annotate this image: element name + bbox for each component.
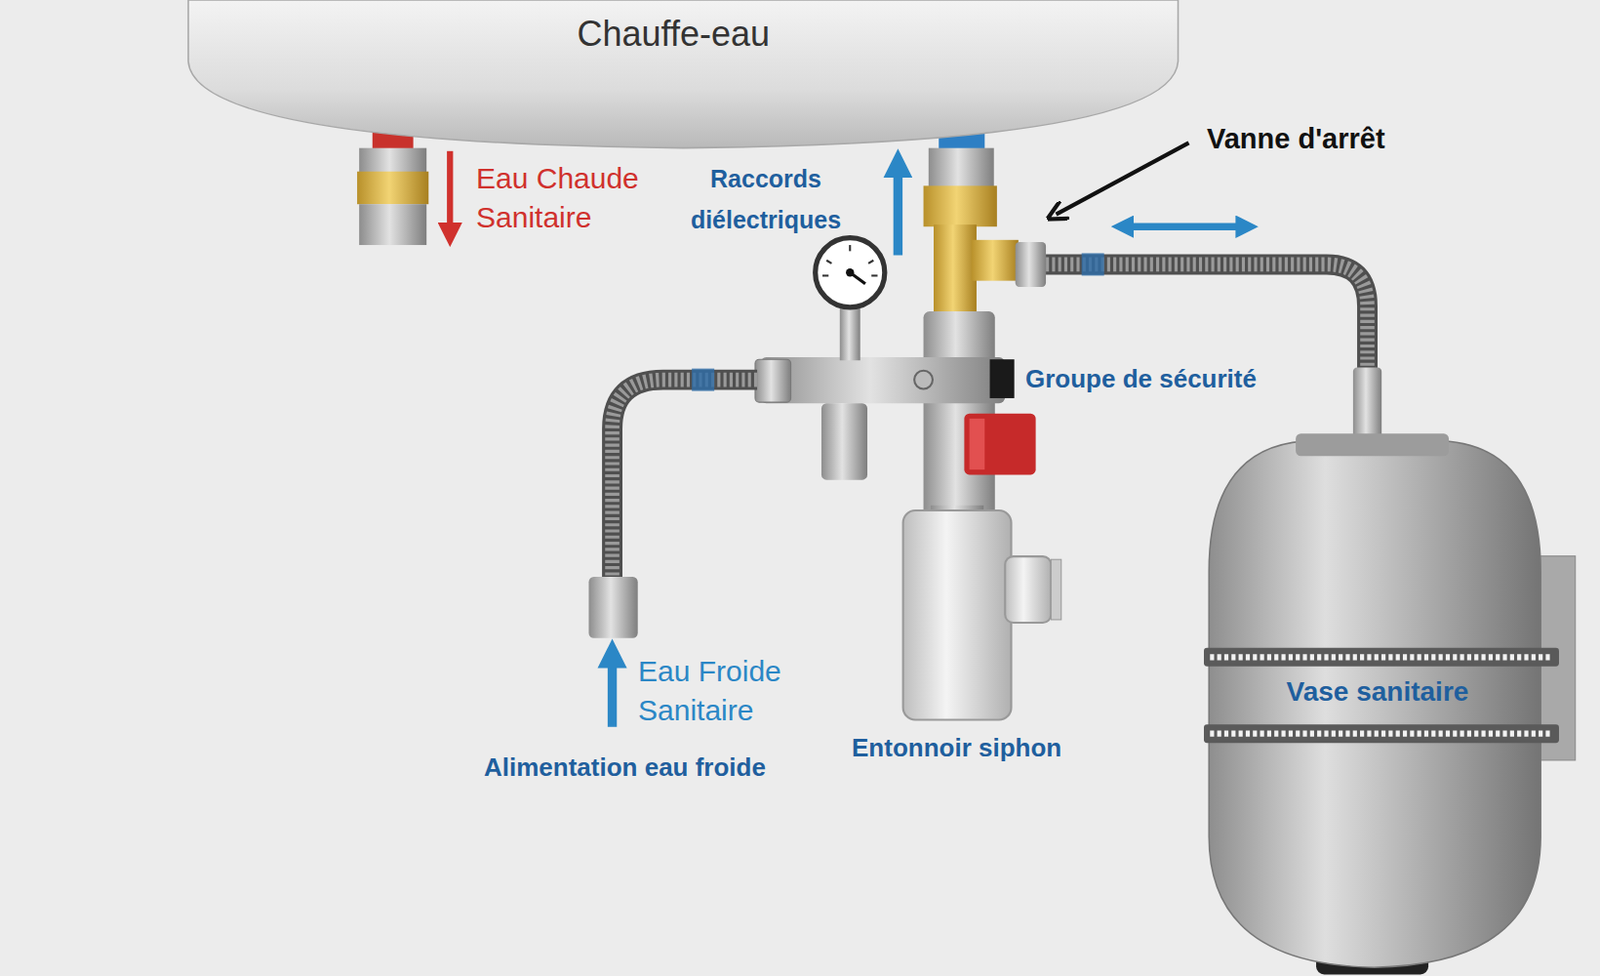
shutoff-valve-label: Vanne d'arrêt: [1206, 120, 1386, 157]
node-title: Vase sanitaire: [1286, 676, 1470, 708]
node-title: Chauffe-eau: [577, 13, 771, 55]
cold-water-label: Eau Froide Sanitaire: [638, 651, 819, 730]
siphon-funnel-label: Entonnoir siphon: [851, 731, 1062, 763]
dielectric-fittings-label: Raccords diélectriques: [673, 158, 859, 240]
safety-group-label: Groupe de sécurité: [1025, 362, 1257, 395]
water-heater-tank: Chauffe-eau: [188, 0, 1179, 152]
cold-supply-label: Alimentation eau froide: [483, 751, 766, 783]
expansion-vessel: Vase sanitaire: [1203, 428, 1580, 976]
hot-water-label: Eau Chaude Sanitaire: [476, 159, 657, 238]
